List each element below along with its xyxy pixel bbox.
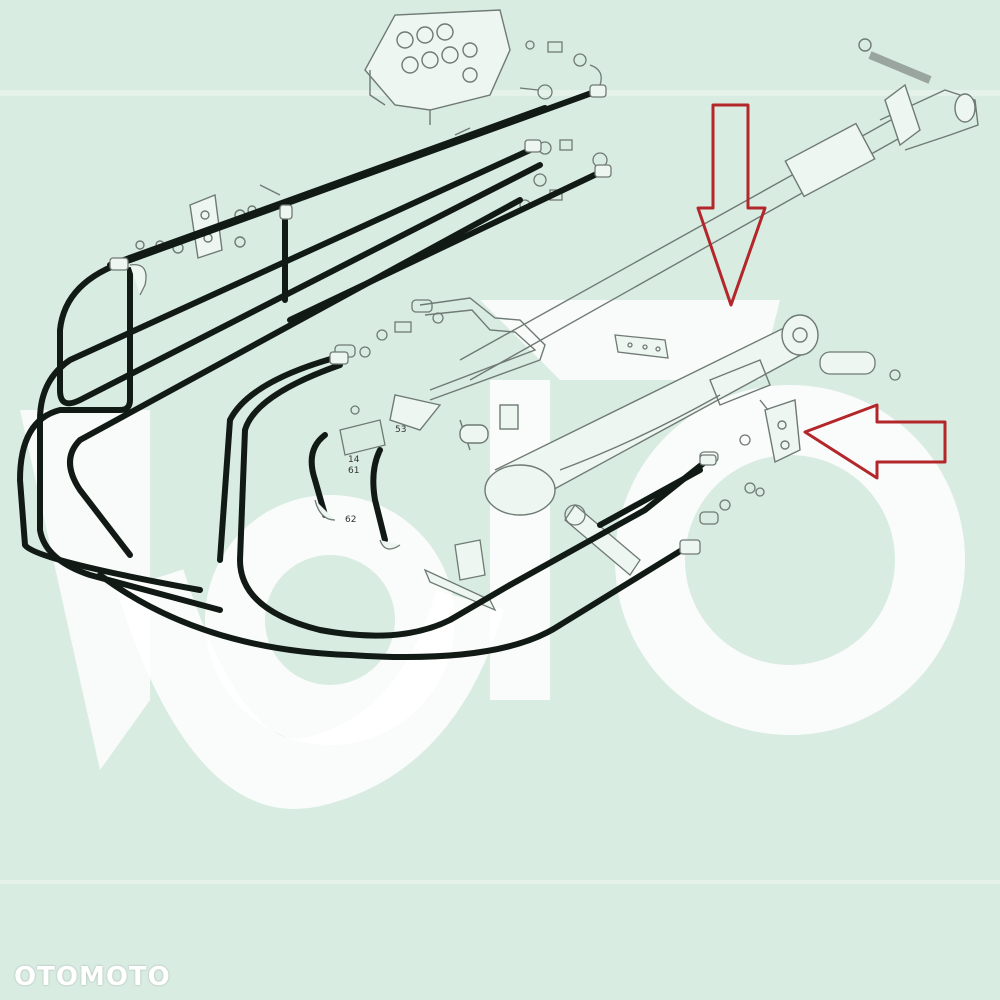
hose-11 xyxy=(308,432,328,518)
fittings-mid xyxy=(334,299,765,525)
watermark-logo xyxy=(20,300,965,809)
part-label-61: 61 xyxy=(348,466,359,476)
rigid-pipes xyxy=(389,297,546,451)
boom-cylinder-lower xyxy=(484,314,819,516)
hose-10 xyxy=(97,542,693,660)
fittings-top xyxy=(519,40,608,211)
part-label-53: 53 xyxy=(395,425,406,435)
hydraulic-hoses xyxy=(17,87,713,660)
mounting-brackets xyxy=(339,334,669,612)
hose-3 xyxy=(17,267,203,593)
hose-1 xyxy=(57,87,603,407)
background-band xyxy=(0,880,1000,884)
hose-8 xyxy=(217,352,348,563)
hose-9 xyxy=(237,362,713,639)
hose-4 xyxy=(37,147,533,613)
part-label-62: 62 xyxy=(345,515,356,525)
boom-cylinder-upper xyxy=(459,38,979,381)
control-valve-block xyxy=(364,9,511,136)
red-arrow-left-icon xyxy=(803,403,947,480)
hose-13 xyxy=(597,467,703,528)
cylinder-pin-bottom xyxy=(564,504,641,576)
red-arrow-down-icon xyxy=(696,103,767,307)
otomoto-watermark: OTOMOTO xyxy=(14,962,171,992)
hose-12 xyxy=(370,447,388,543)
cylinder-pin-right xyxy=(819,351,901,381)
background-band xyxy=(0,90,1000,96)
hose-2 xyxy=(107,105,548,268)
part-label-14: 14 xyxy=(348,455,360,465)
part-labels: 53 14 61 62 xyxy=(345,425,406,525)
hose-end-fittings xyxy=(109,84,717,555)
hose-6 xyxy=(67,197,523,558)
lock-valve-block-right xyxy=(759,399,801,464)
